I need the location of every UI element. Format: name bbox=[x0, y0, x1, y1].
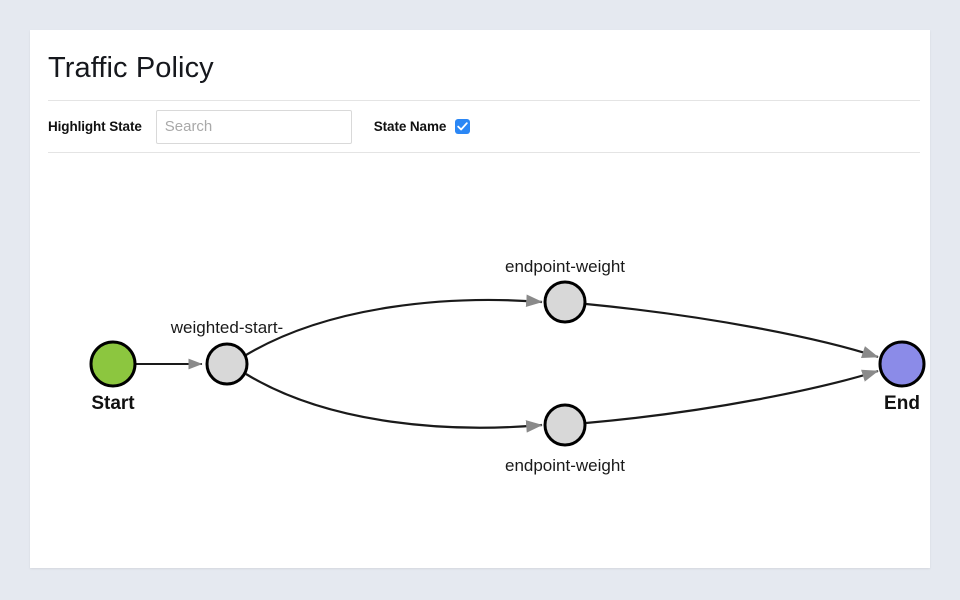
traffic-policy-graph[interactable]: Start weighted-start- endpoint-weight en… bbox=[30, 153, 930, 568]
node-weighted-start-label: weighted-start- bbox=[170, 318, 283, 337]
toolbar: Highlight State State Name bbox=[48, 101, 471, 152]
page-title: Traffic Policy bbox=[48, 52, 214, 84]
edge-weighted-start-to-endpoint-top bbox=[245, 294, 543, 356]
node-endpoint-weight-top[interactable]: endpoint-weight bbox=[505, 257, 625, 324]
check-icon bbox=[457, 122, 468, 131]
node-weighted-start[interactable]: weighted-start- bbox=[170, 318, 283, 386]
highlight-state-label: Highlight State bbox=[48, 119, 142, 134]
traffic-policy-card: Traffic Policy Highlight State State Nam… bbox=[30, 30, 930, 568]
node-start-circle[interactable] bbox=[89, 340, 137, 388]
node-endpoint-weight-bottom[interactable]: endpoint-weight bbox=[505, 403, 625, 475]
node-endpoint-weight-bottom-label: endpoint-weight bbox=[505, 456, 625, 475]
divider-bottom bbox=[48, 152, 920, 153]
node-endpoint-weight-top-label: endpoint-weight bbox=[505, 257, 625, 276]
graph-edges bbox=[135, 294, 879, 433]
search-input[interactable] bbox=[155, 109, 352, 144]
node-weighted-start-circle[interactable] bbox=[205, 342, 249, 386]
state-name-group: State Name bbox=[374, 119, 471, 134]
node-end-label: End bbox=[884, 393, 920, 414]
node-endpoint-weight-top-circle[interactable] bbox=[543, 280, 587, 324]
divider-top bbox=[48, 100, 920, 101]
node-endpoint-weight-bottom-circle[interactable] bbox=[543, 403, 587, 447]
edge-endpoint-bottom-to-end bbox=[585, 369, 879, 425]
node-end-circle[interactable] bbox=[878, 340, 926, 388]
edge-weighted-start-to-endpoint-bottom bbox=[245, 373, 543, 433]
edge-endpoint-top-to-end bbox=[585, 302, 879, 359]
state-name-checkbox[interactable] bbox=[455, 119, 471, 134]
node-start-label: Start bbox=[91, 393, 135, 414]
node-end[interactable]: End bbox=[878, 340, 926, 414]
node-start[interactable]: Start bbox=[89, 340, 137, 414]
state-name-label: State Name bbox=[373, 119, 447, 134]
